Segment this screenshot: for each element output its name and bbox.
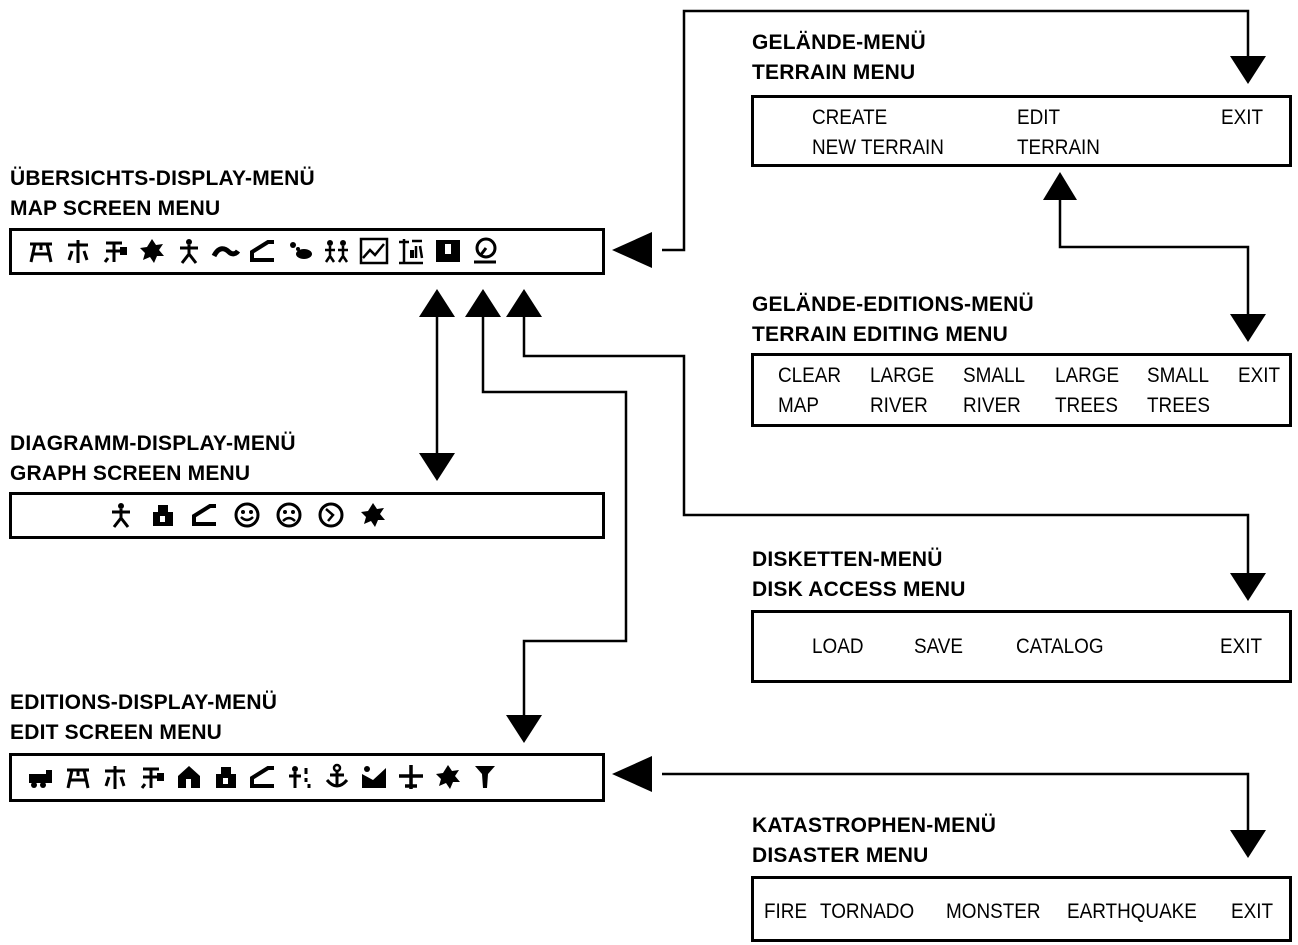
graph-menu-title-de: DIAGRAMM-DISPLAY-MENÜ: [10, 432, 296, 455]
tornado-button[interactable]: TORNADO: [820, 900, 915, 923]
edit-button[interactable]: EDIT: [1017, 106, 1061, 129]
arrowhead: [419, 453, 455, 481]
arrowhead: [1230, 573, 1266, 601]
disaster-menu-title-de: KATASTROPHEN-MENÜ: [752, 814, 997, 837]
arrowhead: [419, 289, 455, 317]
save-button[interactable]: SAVE: [914, 635, 964, 658]
people-icon[interactable]: [106, 500, 136, 530]
graph-menu-title-en: GRAPH SCREEN MENU: [10, 462, 251, 485]
clear-map-button[interactable]: CLEAR: [778, 364, 842, 387]
happy-face-icon[interactable]: [232, 500, 262, 530]
disk-icon[interactable]: [433, 236, 463, 266]
large-trees-button[interactable]: LARGE: [1055, 364, 1120, 387]
terrain-menu-box: CREATE NEW TERRAIN EDIT TERRAIN EXIT: [751, 95, 1292, 167]
exit-button[interactable]: EXIT: [1231, 900, 1274, 923]
road-icon[interactable]: [211, 236, 241, 266]
industrial-icon[interactable]: [248, 762, 278, 792]
crime-icon[interactable]: [322, 236, 352, 266]
commercial-icon[interactable]: [148, 500, 178, 530]
commercial-icon[interactable]: [211, 762, 241, 792]
map-menu-title-de: ÜBERSICHTS-DISPLAY-MENÜ: [10, 167, 315, 190]
graph-menu-box: [9, 492, 605, 539]
budget-icon[interactable]: [396, 236, 426, 266]
disk-menu-box: LOAD SAVE CATALOG EXIT: [751, 610, 1292, 683]
clear-map-label[interactable]: MAP: [778, 394, 819, 417]
fire-station-icon[interactable]: [433, 762, 463, 792]
graph-icon[interactable]: [359, 236, 389, 266]
stadium-icon[interactable]: [359, 762, 389, 792]
pollution-icon[interactable]: [285, 236, 315, 266]
small-river-label[interactable]: RIVER: [963, 394, 1021, 417]
fire-icon[interactable]: [137, 236, 167, 266]
arrowhead: [612, 232, 652, 268]
disaster-menu-title-en: DISASTER MENU: [752, 844, 929, 867]
airport-icon[interactable]: [396, 762, 426, 792]
arrowhead: [1230, 56, 1266, 84]
edit-menu-title-de: EDITIONS-DISPLAY-MENÜ: [10, 691, 278, 714]
power-plant-icon[interactable]: [470, 762, 500, 792]
disaster-menu-box: FIRE TORNADO MONSTER EARTHQUAKE EXIT: [751, 876, 1292, 942]
rail-icon[interactable]: [137, 762, 167, 792]
map-menu-title-en: MAP SCREEN MENU: [10, 197, 221, 220]
industry-icon[interactable]: [190, 500, 220, 530]
industry-icon[interactable]: [248, 236, 278, 266]
large-river-button[interactable]: LARGE: [870, 364, 935, 387]
fire-button[interactable]: FIRE: [764, 900, 808, 923]
small-trees-button[interactable]: SMALL: [1147, 364, 1209, 387]
disaster-icon[interactable]: [470, 236, 500, 266]
bulldozer-icon[interactable]: [26, 762, 56, 792]
earthquake-button[interactable]: EARTHQUAKE: [1067, 900, 1197, 923]
small-trees-label[interactable]: TREES: [1147, 394, 1211, 417]
terrain-label[interactable]: TERRAIN: [1017, 136, 1100, 159]
edit-menu-title-en: EDIT SCREEN MENU: [10, 721, 223, 744]
power-line-icon[interactable]: [63, 762, 93, 792]
terrain-menu-title-en: TERRAIN MENU: [752, 61, 916, 84]
large-trees-label[interactable]: TREES: [1055, 394, 1119, 417]
road-icon[interactable]: [100, 762, 130, 792]
arrowhead: [506, 289, 542, 317]
map-menu-icon-row: [26, 236, 500, 266]
exit-button[interactable]: EXIT: [1238, 364, 1281, 387]
catalog-button[interactable]: CATALOG: [1016, 635, 1104, 658]
edit-menu-box: [9, 753, 605, 802]
disk-menu-title-en: DISK ACCESS MENU: [752, 578, 966, 601]
graph-menu-icon-row: [106, 500, 388, 530]
terrain-editing-title-de: GELÄNDE-EDITIONS-MENÜ: [752, 293, 1034, 316]
bulldozer-icon[interactable]: [26, 236, 56, 266]
residential-icon[interactable]: [174, 762, 204, 792]
port-icon[interactable]: [322, 762, 352, 792]
monster-button[interactable]: MONSTER: [946, 900, 1041, 923]
exit-button[interactable]: EXIT: [1221, 106, 1264, 129]
terrain-editing-box: CLEAR MAP LARGE RIVER SMALL RIVER LARGE …: [751, 353, 1292, 427]
large-river-label[interactable]: RIVER: [870, 394, 928, 417]
exit-button[interactable]: EXIT: [1220, 635, 1263, 658]
people-icon[interactable]: [174, 236, 204, 266]
clock-icon[interactable]: [316, 500, 346, 530]
police-icon[interactable]: [285, 762, 315, 792]
terrain-editing-title-en: TERRAIN EDITING MENU: [752, 323, 1008, 346]
disk-menu-title-de: DISKETTEN-MENÜ: [752, 548, 943, 571]
create-button[interactable]: CREATE: [812, 106, 888, 129]
small-river-button[interactable]: SMALL: [963, 364, 1025, 387]
arrowhead: [506, 715, 542, 743]
arrowhead: [465, 289, 501, 317]
fire-icon[interactable]: [358, 500, 388, 530]
sad-face-icon[interactable]: [274, 500, 304, 530]
power-line-icon[interactable]: [63, 236, 93, 266]
arrowhead: [612, 756, 652, 792]
arrowhead: [1043, 172, 1077, 200]
arrowhead: [1230, 314, 1266, 342]
edit-menu-icon-row: [26, 762, 500, 792]
load-button[interactable]: LOAD: [812, 635, 864, 658]
map-menu-box: [9, 228, 605, 275]
arrowhead: [1230, 830, 1266, 858]
transit-icon[interactable]: [100, 236, 130, 266]
new-terrain-label[interactable]: NEW TERRAIN: [812, 136, 944, 159]
terrain-menu-title-de: GELÄNDE-MENÜ: [752, 31, 926, 54]
